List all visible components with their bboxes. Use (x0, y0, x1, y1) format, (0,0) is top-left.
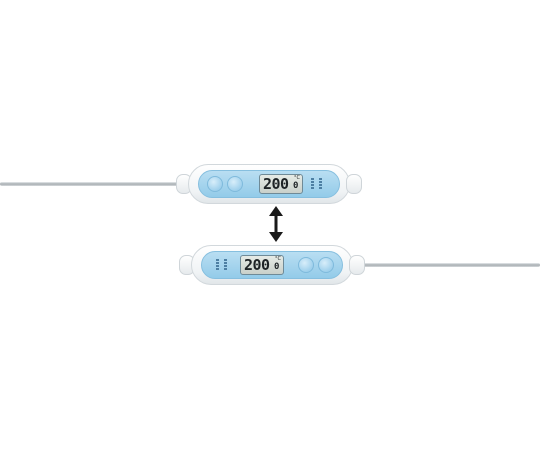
power-button[interactable] (318, 257, 334, 273)
thermometer-lower: 200 °C 0 (179, 245, 365, 285)
temperature-decimal: 0 (293, 181, 299, 191)
model-marking (216, 259, 220, 273)
temperature-reading: 200 (263, 175, 289, 193)
temperature-unit: °C (275, 256, 281, 262)
probe-rod-upper (0, 182, 184, 186)
model-marking (319, 178, 323, 192)
thermometer-upper: 200 °C 0 (176, 164, 362, 204)
end-cap-right (349, 255, 365, 275)
lcd-display: 200 °C 0 (240, 255, 284, 275)
temperature-reading: 200 (244, 256, 270, 274)
temperature-decimal: 0 (274, 262, 280, 272)
power-button[interactable] (207, 176, 223, 192)
probe-rod-lower (356, 263, 540, 267)
lcd-display: 200 °C 0 (259, 174, 303, 194)
control-panel: 200 °C 0 (198, 170, 340, 198)
temperature-unit: °C (294, 175, 300, 181)
hold-button[interactable] (227, 176, 243, 192)
control-panel: 200 °C 0 (201, 251, 343, 279)
end-cap-right (346, 174, 362, 194)
double-arrow-vertical-icon (268, 206, 284, 242)
brand-marking (311, 178, 315, 192)
brand-marking (224, 259, 228, 273)
hold-button[interactable] (298, 257, 314, 273)
